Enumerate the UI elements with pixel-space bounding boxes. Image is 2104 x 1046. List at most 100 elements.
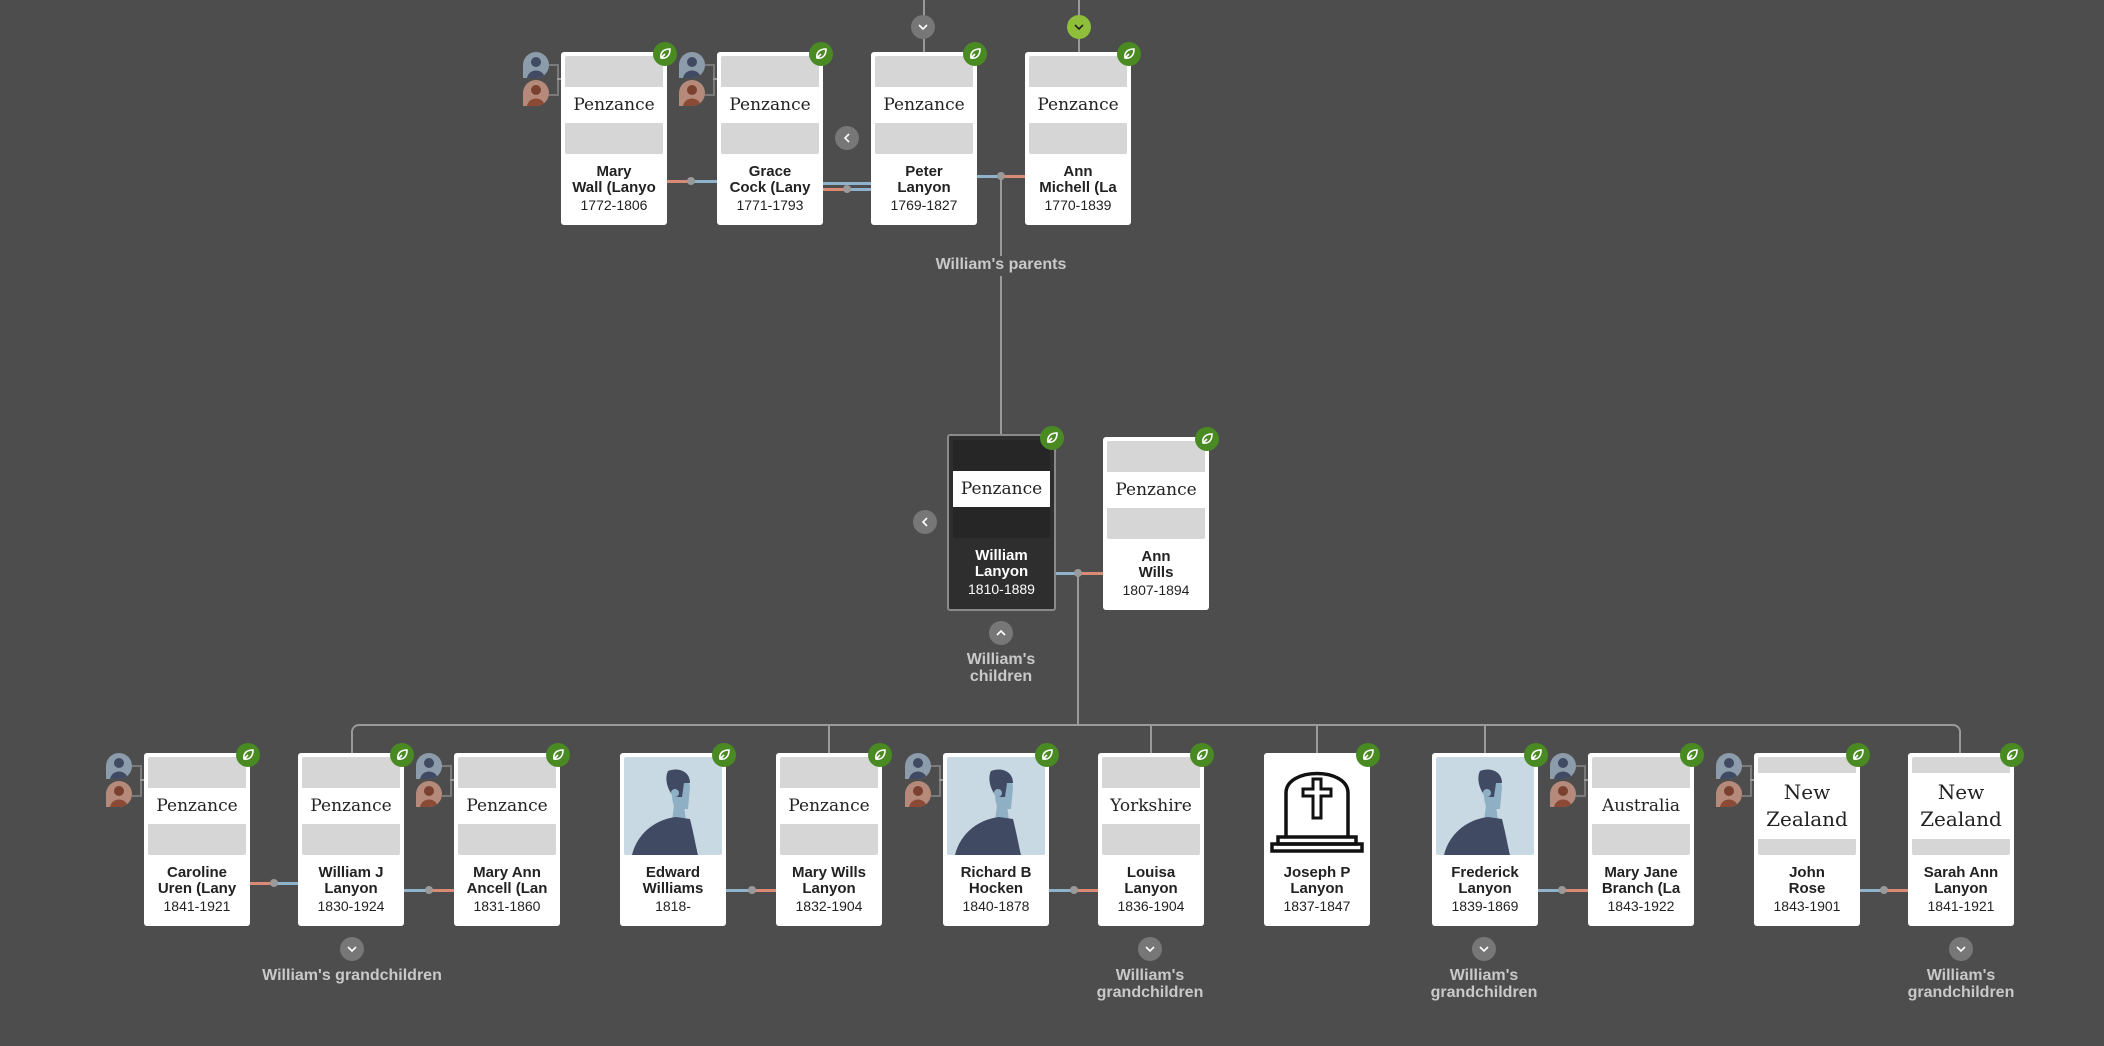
hint-leaf-button[interactable] — [1356, 743, 1380, 767]
mother-avatar[interactable] — [1550, 781, 1576, 807]
parents-toggle[interactable] — [416, 753, 454, 813]
parents-toggle[interactable] — [905, 753, 943, 813]
leaf-icon — [1853, 749, 1864, 760]
name-line: Peter — [905, 164, 943, 180]
father-avatar[interactable] — [106, 753, 132, 779]
mother-avatar[interactable] — [679, 80, 705, 106]
name-line: Lanyon — [1290, 880, 1344, 897]
place-name: Penzance — [1029, 87, 1127, 123]
name-line: Mary Wills — [791, 865, 867, 881]
couple-line — [274, 882, 298, 885]
parents-toggle[interactable] — [523, 52, 561, 112]
parents-toggle[interactable] — [106, 753, 144, 813]
mother-avatar[interactable] — [1716, 781, 1742, 807]
hint-leaf-button[interactable] — [1524, 743, 1548, 767]
photo-placeholder — [1436, 757, 1534, 855]
hint-leaf-button[interactable] — [809, 42, 833, 66]
expand-grandchildren-button[interactable] — [1949, 937, 1973, 961]
show-siblings-button[interactable] — [913, 510, 937, 534]
father-avatar[interactable] — [905, 753, 931, 779]
parents-toggle[interactable] — [679, 52, 717, 112]
father-avatar-icon — [1716, 753, 1742, 779]
chevron-left-icon — [843, 133, 850, 143]
collapse-children-button[interactable] — [989, 621, 1013, 645]
father-avatar[interactable] — [1550, 753, 1576, 779]
mother-avatar[interactable] — [106, 781, 132, 807]
couple-dot — [1070, 886, 1078, 894]
mother-avatar[interactable] — [905, 781, 931, 807]
father-avatar[interactable] — [679, 52, 705, 78]
silhouette-icon — [955, 769, 1021, 855]
hint-leaf-button[interactable] — [1040, 426, 1064, 450]
leaf-icon — [816, 48, 827, 59]
bracket — [442, 765, 452, 797]
hint-leaf-button[interactable] — [1846, 743, 1870, 767]
hint-leaf-button[interactable] — [1195, 427, 1219, 451]
place-photo: Penzance — [302, 757, 400, 855]
expand-grandchildren-button[interactable] — [340, 937, 364, 961]
hint-leaf-button[interactable] — [1190, 743, 1214, 767]
hint-leaf-button[interactable] — [1035, 743, 1059, 767]
hint-leaf-button[interactable] — [712, 743, 736, 767]
father-avatar[interactable] — [523, 52, 549, 78]
hint-leaf-button[interactable] — [1680, 743, 1704, 767]
life-years: 1832-1904 — [795, 898, 863, 914]
name-line: Ann — [1063, 164, 1093, 180]
expand-grandchildren-button[interactable] — [1138, 937, 1162, 961]
couple-dot — [748, 886, 756, 894]
mother-avatar[interactable] — [523, 80, 549, 106]
show-siblings-button[interactable] — [835, 126, 859, 150]
chevron-down-icon — [918, 24, 928, 31]
name-line: John — [1789, 865, 1825, 881]
mother-avatar-icon — [679, 80, 705, 106]
father-avatar[interactable] — [1716, 753, 1742, 779]
hint-leaf-button[interactable] — [236, 743, 260, 767]
expand-parents-button[interactable] — [911, 15, 935, 39]
couple-line — [1538, 889, 1562, 892]
photo-placeholder — [624, 757, 722, 855]
parents-toggle[interactable] — [1716, 753, 1754, 813]
couple-line — [404, 889, 429, 892]
hint-leaf-button[interactable] — [963, 42, 987, 66]
hint-leaf-button[interactable] — [390, 743, 414, 767]
life-years: 1839-1869 — [1451, 898, 1519, 914]
hint-leaf-button[interactable] — [546, 743, 570, 767]
expand-grandchildren-button[interactable] — [1472, 937, 1496, 961]
father-avatar[interactable] — [416, 753, 442, 779]
label-line: William's — [1926, 967, 1996, 984]
life-years: 1836-1904 — [1117, 898, 1185, 914]
hint-leaf-button[interactable] — [653, 42, 677, 66]
mother-avatar[interactable] — [416, 781, 442, 807]
hint-leaf-button[interactable] — [868, 743, 892, 767]
expand-parents-button[interactable] — [1067, 15, 1091, 39]
leaf-icon — [1531, 749, 1542, 760]
hint-leaf-button[interactable] — [1117, 42, 1141, 66]
couple-line — [977, 175, 1001, 178]
hint-leaf-button[interactable] — [2000, 743, 2024, 767]
parents-toggle[interactable] — [1550, 753, 1588, 813]
